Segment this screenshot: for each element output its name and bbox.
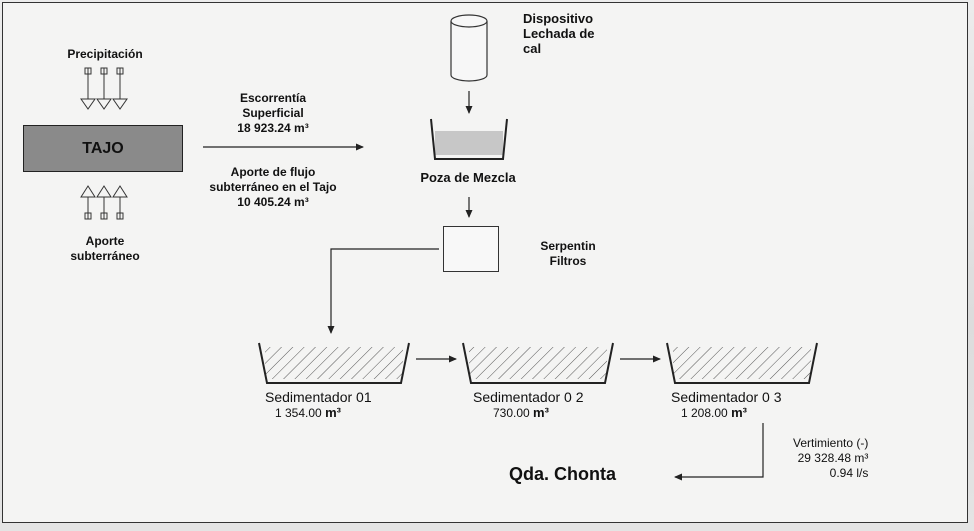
serpentin-filtros-box [443, 226, 499, 272]
dispositivo-label: Dispositivo Lechada de cal [523, 11, 595, 56]
sedimentador-01-label: Sedimentador 01 1 354.00 m³ [265, 389, 372, 421]
flow-lines [80, 14, 818, 481]
poza-mezcla-label: Poza de Mezcla [420, 170, 516, 185]
sedimentador-03-value: 1 208.00 m³ [681, 405, 747, 420]
vertimiento-volume: 29 328.48 m³ [797, 451, 869, 465]
serpentin-filtros-label: Serpentin Filtros [540, 239, 596, 268]
sedimentador-01-value: 1 354.00 m³ [275, 405, 341, 420]
aporte-subterraneo-label: Aporte subterráneo [70, 234, 140, 263]
precipitation-arrows-icon [80, 67, 128, 110]
aporte-flujo-value: 10 405.24 m³ [237, 195, 309, 209]
sedimentador-02-tank-icon [462, 342, 614, 384]
arrow-sed03-to-qda-chonta [674, 423, 764, 481]
vertimiento-label: Vertimiento (-) 29 328.48 m³ 0.94 l/s [793, 436, 869, 480]
groundwater-arrows-icon [80, 185, 128, 220]
diagram-frame: Precipitación TAJO Aporte subterráneo Es… [2, 2, 968, 523]
escorrentia-value: 18 923.24 m³ [237, 121, 309, 135]
escorrentia-label: Escorrentía Superficial 18 923.24 m³ [203, 91, 343, 136]
sedimentador-03-tank-icon [666, 342, 818, 384]
mixing-pool-tank-icon [430, 118, 508, 160]
sedimentador-02-value: 730.00 m³ [493, 405, 549, 420]
vertimiento-flow: 0.94 l/s [829, 466, 869, 480]
sedimentador-01-tank-icon [258, 342, 410, 384]
sedimentador-03-label: Sedimentador 0 3 1 208.00 m³ [671, 389, 782, 421]
tajo-box: TAJO [23, 125, 183, 172]
tajo-label: TAJO [82, 139, 124, 157]
arrow-filtros-to-sedimentador-01 [327, 248, 439, 334]
precipitacion-label: Precipitación [67, 47, 143, 61]
aporte-flujo-label: Aporte de flujo subterráneo en el Tajo 1… [199, 165, 347, 210]
lime-device-cylinder-icon [450, 14, 488, 82]
sedimentador-02-label: Sedimentador 0 2 730.00 m³ [473, 389, 584, 421]
qda-chonta-label: Qda. Chonta [509, 464, 616, 484]
